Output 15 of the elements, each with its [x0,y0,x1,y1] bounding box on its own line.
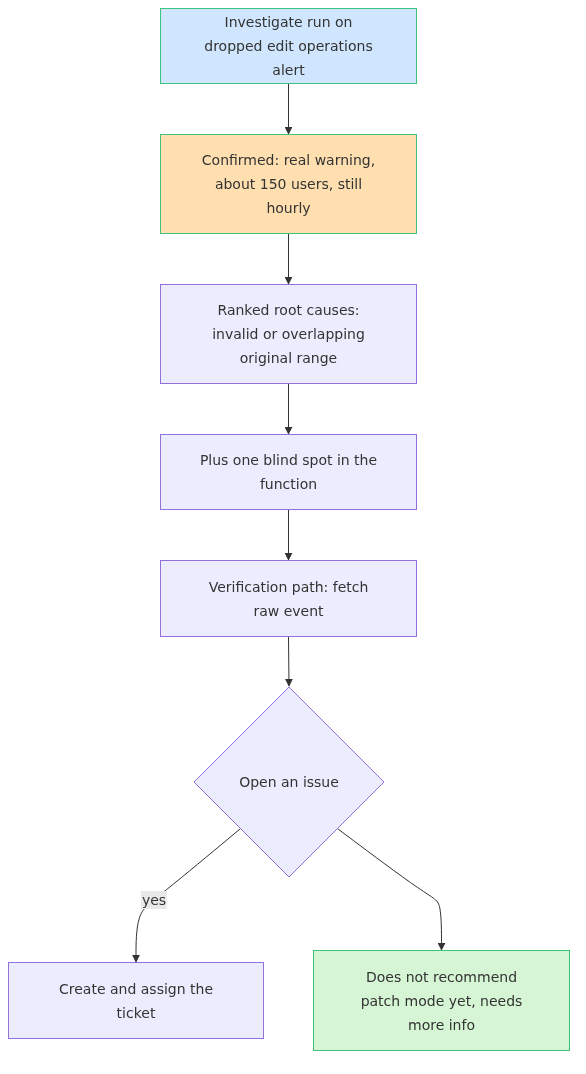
decision-diamond: Open an issue [193,686,385,878]
arrow [284,233,293,285]
process-box: Verification path: fetch raw event [160,560,417,637]
process-box: Confirmed: real warning, about 150 users, still hourly [160,134,417,234]
arrow [284,636,293,687]
arrow [284,509,293,561]
process-box: Does not recommend patch mode yet, needs more info [313,950,570,1051]
process-box: Ranked root causes: invalid or overlapping original range [160,284,417,384]
arrow [284,383,293,435]
arrow [284,83,293,135]
arrow [337,828,446,951]
process-box: Investigate run on dropped edit operations alert [160,8,417,84]
edge-label: yes [140,890,168,909]
process-box: Plus one blind spot in the function [160,434,417,510]
process-box: Create and assign the ticket [8,962,264,1039]
